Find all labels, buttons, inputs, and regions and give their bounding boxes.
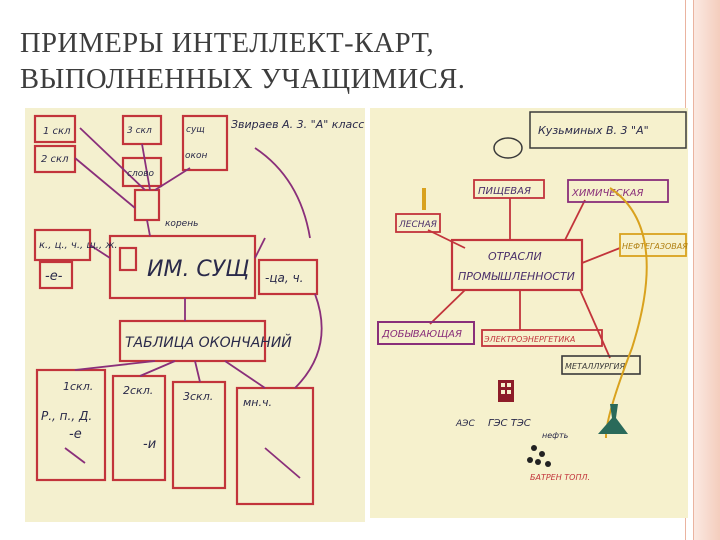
left-map-ending-i: -и	[143, 437, 156, 452]
col-head-2: 2скл.	[123, 384, 153, 397]
left-mind-map-photo: 1 скл 2 скл 3 скл сущ окон слово корень …	[25, 108, 365, 522]
branch-forest: ЛЕСНАЯ	[398, 220, 437, 230]
right-map-center-line1: ОТРАСЛИ	[488, 250, 542, 263]
left-map-ending-box: -е-	[45, 269, 63, 284]
label-coal: нефть	[542, 431, 569, 440]
left-map-center: ИМ. СУЩ	[147, 257, 249, 282]
col-head-1: 1скл.	[63, 380, 93, 393]
left-small-label-4: сущ	[186, 125, 205, 135]
branch-mining: ДОБЫВАЮЩАЯ	[381, 329, 462, 340]
label-ges: ГЭС ТЭС	[488, 418, 531, 429]
branch-metallurgy: МЕТАЛЛУРГИЯ	[565, 362, 625, 371]
col-head-3: 3скл.	[183, 390, 213, 403]
left-small-label-2: 2 скл	[41, 154, 69, 165]
slide-title-line1: ПРИМЕРЫ ИНТЕЛЛЕКТ-КАРТ,	[20, 28, 435, 59]
left-map-right-box: -ца, ч.	[265, 271, 303, 285]
left-small-label-5: окон	[185, 151, 207, 161]
left-map-ending-e: -е	[69, 427, 82, 442]
left-map-table: ТАБЛИЦА ОКОНЧАНИЙ	[125, 333, 292, 351]
left-small-label-3: 3 скл	[127, 126, 152, 136]
left-small-label-1: 1 скл	[43, 126, 71, 137]
slide-title-line2: ВЫПОЛНЕННЫХ УЧАЩИМИСЯ.	[20, 64, 466, 96]
branch-power: ЭЛЕКТРОЭНЕРГЕТИКА	[483, 335, 575, 344]
left-map-questions: к., ц., ч., щ., ж.	[39, 240, 118, 251]
slide-title: ПРИМЕРЫ ИНТЕЛЛЕКТ-КАРТ, ВЫПОЛНЕННЫХ УЧАЩ…	[20, 26, 660, 99]
right-map-header: Кузьминых В. 3 "А"	[538, 124, 649, 137]
col-head-4: мн.ч.	[243, 396, 272, 409]
branch-chemical: ХИМИЧЕСКАЯ	[571, 188, 644, 199]
label-bottom: БАТРЕН ТОПЛ.	[530, 473, 590, 482]
edge-line-2	[693, 0, 694, 540]
left-map-header: Звираев А. 3. "А" класс	[231, 118, 364, 131]
left-map-cases: Р., п., Д.	[41, 409, 92, 423]
right-mind-map-photo: Кузьминых В. 3 "А" ОТРАСЛИ ПРОМЫШЛЕННОСТ…	[370, 108, 688, 518]
branch-food: ПИЩЕВАЯ	[478, 186, 531, 197]
left-small-label-6: слово	[127, 169, 155, 179]
slide-edge-decoration	[694, 0, 720, 540]
branch-oilgas: НЕФТЕГАЗОВАЯ	[622, 242, 688, 251]
label-aes: АЭС	[455, 419, 475, 429]
right-map-center-line2: ПРОМЫШЛЕННОСТИ	[458, 270, 575, 283]
left-small-label-7: корень	[165, 219, 198, 229]
